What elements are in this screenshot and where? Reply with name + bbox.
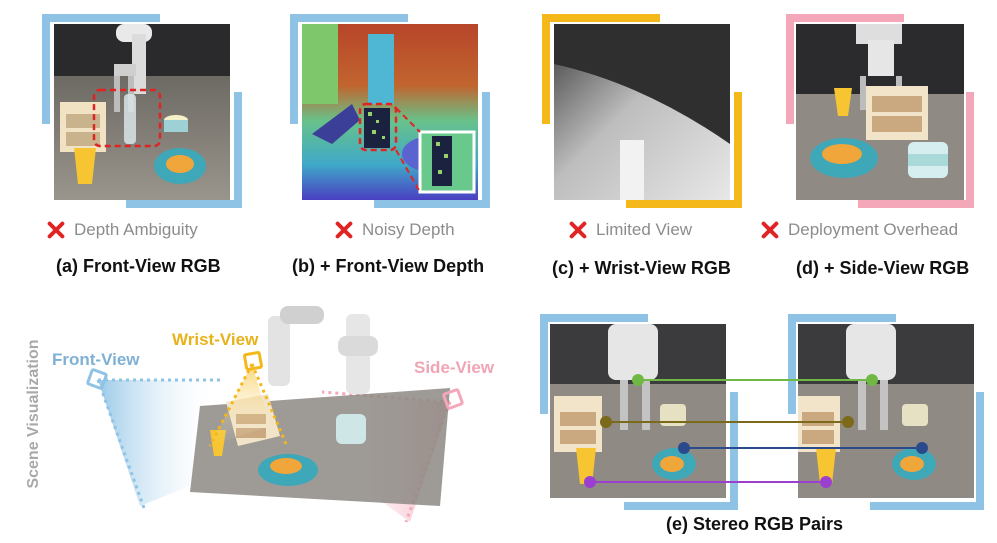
scene-illustration xyxy=(96,306,452,523)
issue-text: Limited View xyxy=(596,220,693,239)
frame-bottom-right xyxy=(870,502,984,510)
side-view-label: Side-View xyxy=(414,358,494,377)
caption-a: (a) Front-View RGB xyxy=(56,256,221,276)
x-mark-icon xyxy=(46,220,66,240)
camera-icon xyxy=(242,350,264,372)
caption-b: (b) + Front-View Depth xyxy=(292,256,485,276)
frame-left xyxy=(290,14,298,124)
x-mark-icon xyxy=(568,220,588,240)
issue-noisy-depth: Noisy Depth xyxy=(334,220,455,240)
frame-bottom-right xyxy=(624,502,738,510)
caption-e: (e) Stereo RGB Pairs xyxy=(666,514,844,534)
issue-text: Deployment Overhead xyxy=(788,220,959,239)
frame-right xyxy=(730,392,738,510)
stereo-left-photo xyxy=(550,324,726,498)
frame-top-left xyxy=(542,14,660,22)
wrist-view-label: Wrist-View xyxy=(172,330,259,349)
frame-top-left xyxy=(540,314,648,322)
issue-text: Noisy Depth xyxy=(362,220,455,239)
x-mark-icon xyxy=(334,220,354,240)
stereo-correspondence-lines xyxy=(584,374,928,488)
frame-left xyxy=(786,14,794,124)
issue-text: Depth Ambiguity xyxy=(74,220,198,239)
depth-map-image xyxy=(302,24,478,200)
issue-limited-view: Limited View xyxy=(568,220,692,240)
frame-top-left xyxy=(788,314,896,322)
scene-title: Scene Visualization xyxy=(25,339,42,489)
issue-depth-ambiguity: Depth Ambiguity xyxy=(46,220,198,240)
x-mark-icon xyxy=(760,220,780,240)
frame-left xyxy=(788,314,796,414)
caption-d: (d) + Side-View RGB xyxy=(796,258,970,278)
frame-top-left xyxy=(42,14,160,22)
frame-right xyxy=(482,92,490,208)
stereo-right-photo xyxy=(798,324,974,498)
issue-deployment-overhead: Deployment Overhead xyxy=(760,220,958,240)
frame-left xyxy=(542,14,550,124)
front-view-photo xyxy=(54,24,230,200)
frame-top-left xyxy=(786,14,904,22)
side-view-photo xyxy=(796,24,964,200)
frame-right xyxy=(966,92,974,208)
front-view-label: Front-View xyxy=(52,350,140,369)
frame-top-left xyxy=(290,14,408,22)
frame-right xyxy=(234,92,242,208)
frame-left xyxy=(42,14,50,124)
caption-c: (c) + Wrist-View RGB xyxy=(552,258,731,278)
frame-left xyxy=(540,314,548,414)
wrist-view-photo xyxy=(554,24,730,200)
frame-right xyxy=(734,92,742,208)
frame-bottom-right xyxy=(858,200,974,208)
frame-bottom-right xyxy=(374,200,490,208)
frame-bottom-right xyxy=(126,200,242,208)
frame-bottom-right xyxy=(626,200,742,208)
frame-right xyxy=(976,392,984,510)
